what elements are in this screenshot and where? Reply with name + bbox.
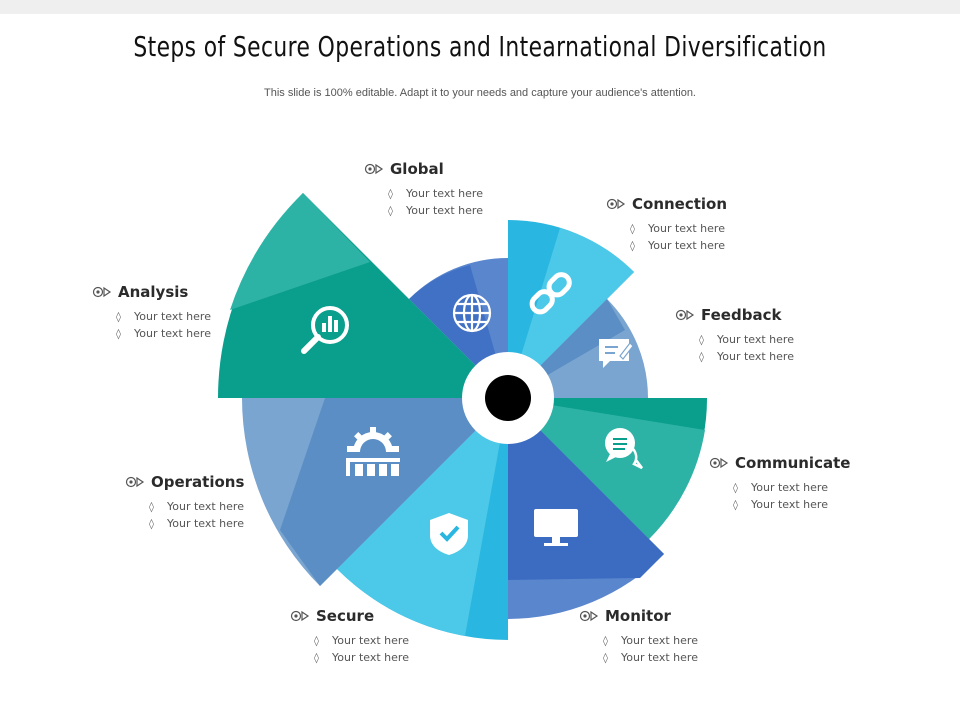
step-title: Connection xyxy=(632,195,728,213)
segment-operations[interactable] xyxy=(242,398,508,586)
bullet-item: ◊Your text here xyxy=(149,517,244,530)
bullet-item: ◊Your text here xyxy=(699,350,794,363)
label-global: Global ◊Your text here ◊Your text here xyxy=(364,160,483,220)
page-title: Steps of Secure Operations and Intearnat… xyxy=(133,30,827,63)
globe-icon xyxy=(452,293,492,333)
bullet-item: ◊Your text here xyxy=(603,634,698,647)
label-secure: Secure ◊Your text here ◊Your text here xyxy=(290,607,409,667)
step-title: Analysis xyxy=(118,283,189,301)
label-operations: Operations ◊Your text here ◊Your text her… xyxy=(125,473,244,533)
segment-connection[interactable] xyxy=(508,219,634,398)
bullet-item: ◊Your text here xyxy=(733,498,828,511)
bullet-item: ◊Your text here xyxy=(603,651,698,664)
monitor-icon xyxy=(534,509,578,546)
chat-icon xyxy=(605,428,643,470)
label-connection: Connection ◊Your text here ◊Your text her… xyxy=(606,195,727,255)
bullet-item: ◊Your text here xyxy=(116,327,211,340)
label-analysis: Analysis ◊Your text here ◊Your text here xyxy=(92,283,211,343)
magnifier-chart-icon xyxy=(301,306,349,354)
step-title: Secure xyxy=(316,607,375,625)
step-title: Operations xyxy=(151,473,245,491)
arrow-marker-icon xyxy=(606,198,626,210)
arrow-marker-icon xyxy=(709,457,729,469)
bullet-item: ◊Your text here xyxy=(388,204,483,217)
bullet-item: ◊Your text here xyxy=(733,481,828,494)
arrow-marker-icon xyxy=(579,610,599,622)
arrow-marker-icon xyxy=(364,163,384,175)
arrow-marker-icon xyxy=(290,610,310,622)
arrow-marker-icon xyxy=(92,286,112,298)
bullet-item: ◊Your text here xyxy=(116,310,211,323)
step-title: Communicate xyxy=(735,454,851,472)
segment-communicate[interactable] xyxy=(508,398,708,539)
bullet-item: ◊Your text here xyxy=(314,651,409,664)
bullet-item: ◊Your text here xyxy=(630,222,725,235)
bullet-item: ◊Your text here xyxy=(699,333,794,346)
bullet-item: ◊Your text here xyxy=(630,239,725,252)
shield-icon xyxy=(430,513,468,555)
label-monitor: Monitor ◊Your text here ◊Your text here xyxy=(579,607,698,667)
gear-factory-icon xyxy=(346,427,400,476)
label-communicate: Communicate ◊Your text here ◊Your text he… xyxy=(709,454,850,514)
link-icon xyxy=(529,272,572,315)
arrow-marker-icon xyxy=(125,476,145,488)
bullet-item: ◊Your text here xyxy=(388,187,483,200)
step-title: Monitor xyxy=(605,607,671,625)
segment-secure[interactable] xyxy=(337,398,508,640)
feedback-icon xyxy=(599,339,634,368)
center-dot xyxy=(485,375,531,421)
step-title: Feedback xyxy=(701,306,782,324)
step-title: Global xyxy=(390,160,444,178)
bullet-item: ◊Your text here xyxy=(149,500,244,513)
top-bar xyxy=(0,0,960,14)
page-subtitle: This slide is 100% editable. Adapt it to… xyxy=(264,87,696,99)
segment-analysis[interactable] xyxy=(218,193,508,398)
arrow-marker-icon xyxy=(675,309,695,321)
label-feedback: Feedback ◊Your text here ◊Your text here xyxy=(675,306,794,366)
bullet-item: ◊Your text here xyxy=(314,634,409,647)
